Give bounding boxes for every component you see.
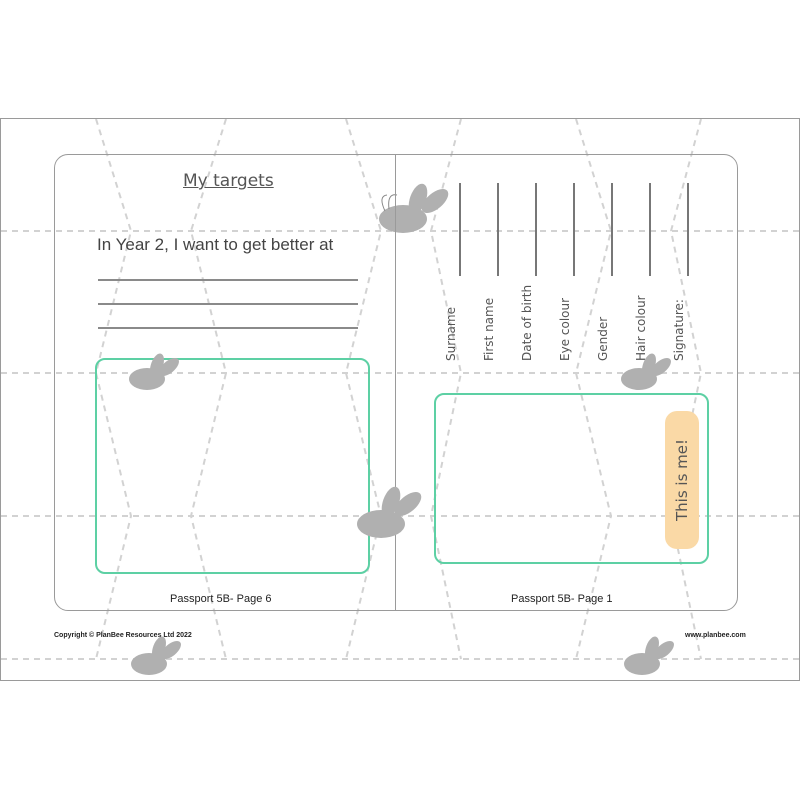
bee-icon	[357, 486, 422, 538]
field-label-signature: Signature:	[672, 299, 686, 361]
field-label-date-of-birth: Date of birth	[520, 284, 534, 361]
writing-line[interactable]	[98, 279, 358, 281]
field-label-first-name: First name	[482, 297, 496, 361]
field-line[interactable]	[459, 183, 461, 276]
writing-line[interactable]	[98, 303, 358, 305]
photo-frame[interactable]	[434, 393, 709, 564]
left-page-footer: Passport 5B- Page 6	[170, 593, 272, 605]
copyright: Copyright © PlanBee Resources Ltd 2022	[54, 632, 192, 639]
field-label-gender: Gender	[596, 316, 610, 361]
bee-icon	[379, 183, 449, 233]
field-line[interactable]	[535, 183, 537, 276]
target-prompt: In Year 2, I want to get better at	[97, 235, 334, 254]
bee-icon	[621, 353, 671, 390]
field-label-surname: Surname	[444, 307, 458, 361]
field-line[interactable]	[573, 183, 575, 276]
field-line[interactable]	[649, 183, 651, 276]
field-line[interactable]	[497, 183, 499, 276]
this-is-me-badge: This is me!	[665, 411, 699, 549]
bee-icon	[129, 353, 179, 390]
photo-label: This is me!	[673, 438, 691, 522]
bee-icon	[624, 636, 674, 675]
worksheet: My targets In Year 2, I want to get bett…	[0, 118, 800, 681]
bee-icon	[131, 636, 181, 675]
page-title: My targets	[183, 171, 274, 191]
field-line[interactable]	[687, 183, 689, 276]
right-page-footer: Passport 5B- Page 1	[511, 593, 613, 605]
writing-line[interactable]	[98, 327, 358, 329]
field-label-eye-colour: Eye colour	[558, 297, 572, 361]
field-line[interactable]	[611, 183, 613, 276]
website: www.planbee.com	[685, 632, 746, 639]
drawing-frame[interactable]	[95, 358, 370, 574]
passport-booklet: My targets In Year 2, I want to get bett…	[54, 154, 738, 611]
page-divider	[395, 155, 396, 610]
